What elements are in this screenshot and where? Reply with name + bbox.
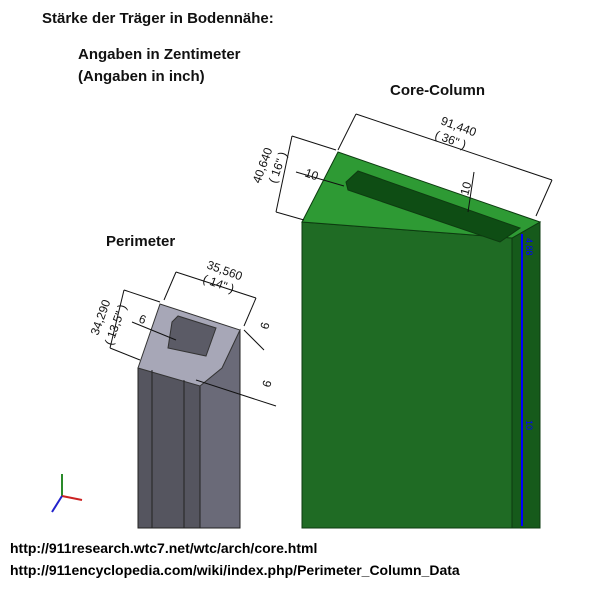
core-blue-bottom: 10 <box>524 420 534 430</box>
perimeter-source-link[interactable]: http://911encyclopedia.com/wiki/index.ph… <box>10 562 460 578</box>
perimeter-dimensions <box>109 271 277 407</box>
core-source-link[interactable]: http://911research.wtc7.net/wtc/arch/cor… <box>10 540 318 556</box>
perimeter-wall-b: 6 <box>257 320 272 330</box>
core-wall-right: 10 <box>457 180 474 197</box>
perimeter-wall-a: 6 <box>137 312 148 328</box>
units-inch-label: (Angaben in inch) <box>78 68 205 85</box>
axis-triad-icon <box>51 474 83 513</box>
perimeter-label: Perimeter <box>106 233 176 250</box>
core-dimensions <box>275 113 553 221</box>
perimeter-wall-c: 6 <box>259 378 274 388</box>
core-wall-left: 10 <box>303 166 321 184</box>
diagram-title: Stärke der Träger in Bodennähe: <box>42 10 274 27</box>
perimeter-column <box>137 303 241 529</box>
units-cm-label: Angaben in Zentimeter <box>78 46 241 63</box>
core-blue-top: 4,88 <box>524 238 534 256</box>
core-column: 4,88 10 <box>301 151 542 529</box>
core-column-label: Core-Column <box>390 82 485 99</box>
